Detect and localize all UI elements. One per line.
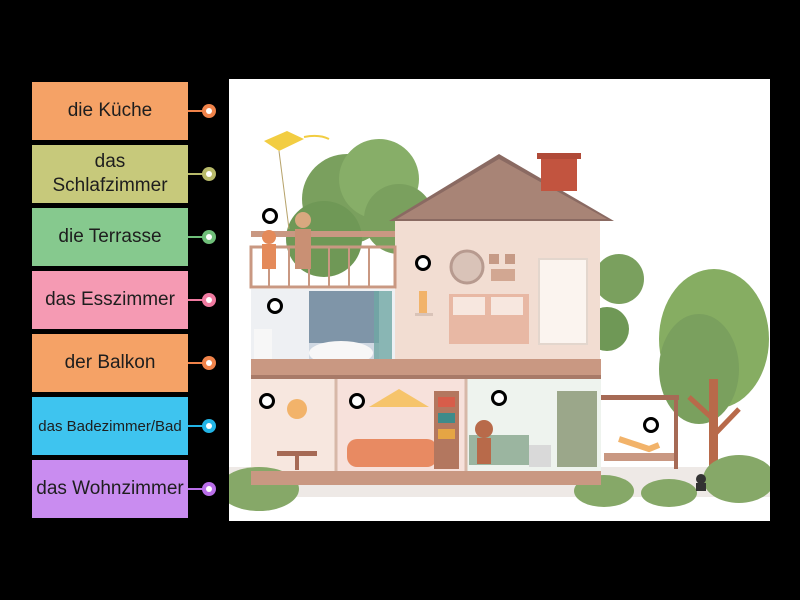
label-terrasse[interactable]: die Terrasse — [32, 208, 216, 266]
connector-line — [188, 488, 208, 490]
connector-line — [188, 362, 208, 364]
connector-dot[interactable] — [202, 104, 216, 118]
hotspot-terrasse[interactable] — [643, 417, 659, 433]
label-text: die Küche — [67, 100, 153, 121]
connector-dot[interactable] — [202, 167, 216, 181]
label-badezimmer[interactable]: das Badezimmer/Bad — [32, 397, 216, 455]
hotspot-wohnzimmer[interactable] — [349, 393, 365, 409]
hotspot-esszimmer[interactable] — [259, 393, 275, 409]
connector-line — [188, 110, 208, 112]
label-esszimmer[interactable]: das Esszimmer — [32, 271, 216, 329]
label-kueche[interactable]: die Küche — [32, 82, 216, 140]
house-scene — [229, 131, 770, 511]
label-wohnzimmer[interactable]: das Wohnzimmer — [32, 460, 216, 518]
hotspot-schlafzimmer[interactable] — [415, 255, 431, 271]
connector-dot[interactable] — [202, 482, 216, 496]
cat-icon — [696, 474, 706, 491]
connector-line — [188, 236, 208, 238]
connector-line — [188, 299, 208, 301]
connector-dot[interactable] — [202, 293, 216, 307]
hotspot-badezimmer[interactable] — [267, 298, 283, 314]
label-text: das Esszimmer — [45, 289, 175, 310]
label-text: das Badezimmer/Bad — [38, 417, 182, 435]
connector-dot[interactable] — [202, 419, 216, 433]
label-text: das Wohnzimmer — [36, 478, 184, 499]
connector-dot[interactable] — [202, 356, 216, 370]
kite-icon — [264, 131, 330, 230]
label-text: das Schlafzimmer — [52, 151, 168, 196]
hotspot-kueche[interactable] — [491, 390, 507, 406]
connector-line — [188, 173, 208, 175]
connector-dot[interactable] — [202, 230, 216, 244]
label-balkon[interactable]: der Balkon — [32, 334, 216, 392]
hotspot-balkon[interactable] — [262, 208, 278, 224]
label-schlafzimmer[interactable]: das Schlafzimmer — [32, 145, 216, 203]
label-text: die Terrasse — [58, 226, 162, 247]
house-illustration — [229, 79, 770, 521]
connector-line — [188, 425, 208, 427]
label-text: der Balkon — [64, 352, 156, 373]
